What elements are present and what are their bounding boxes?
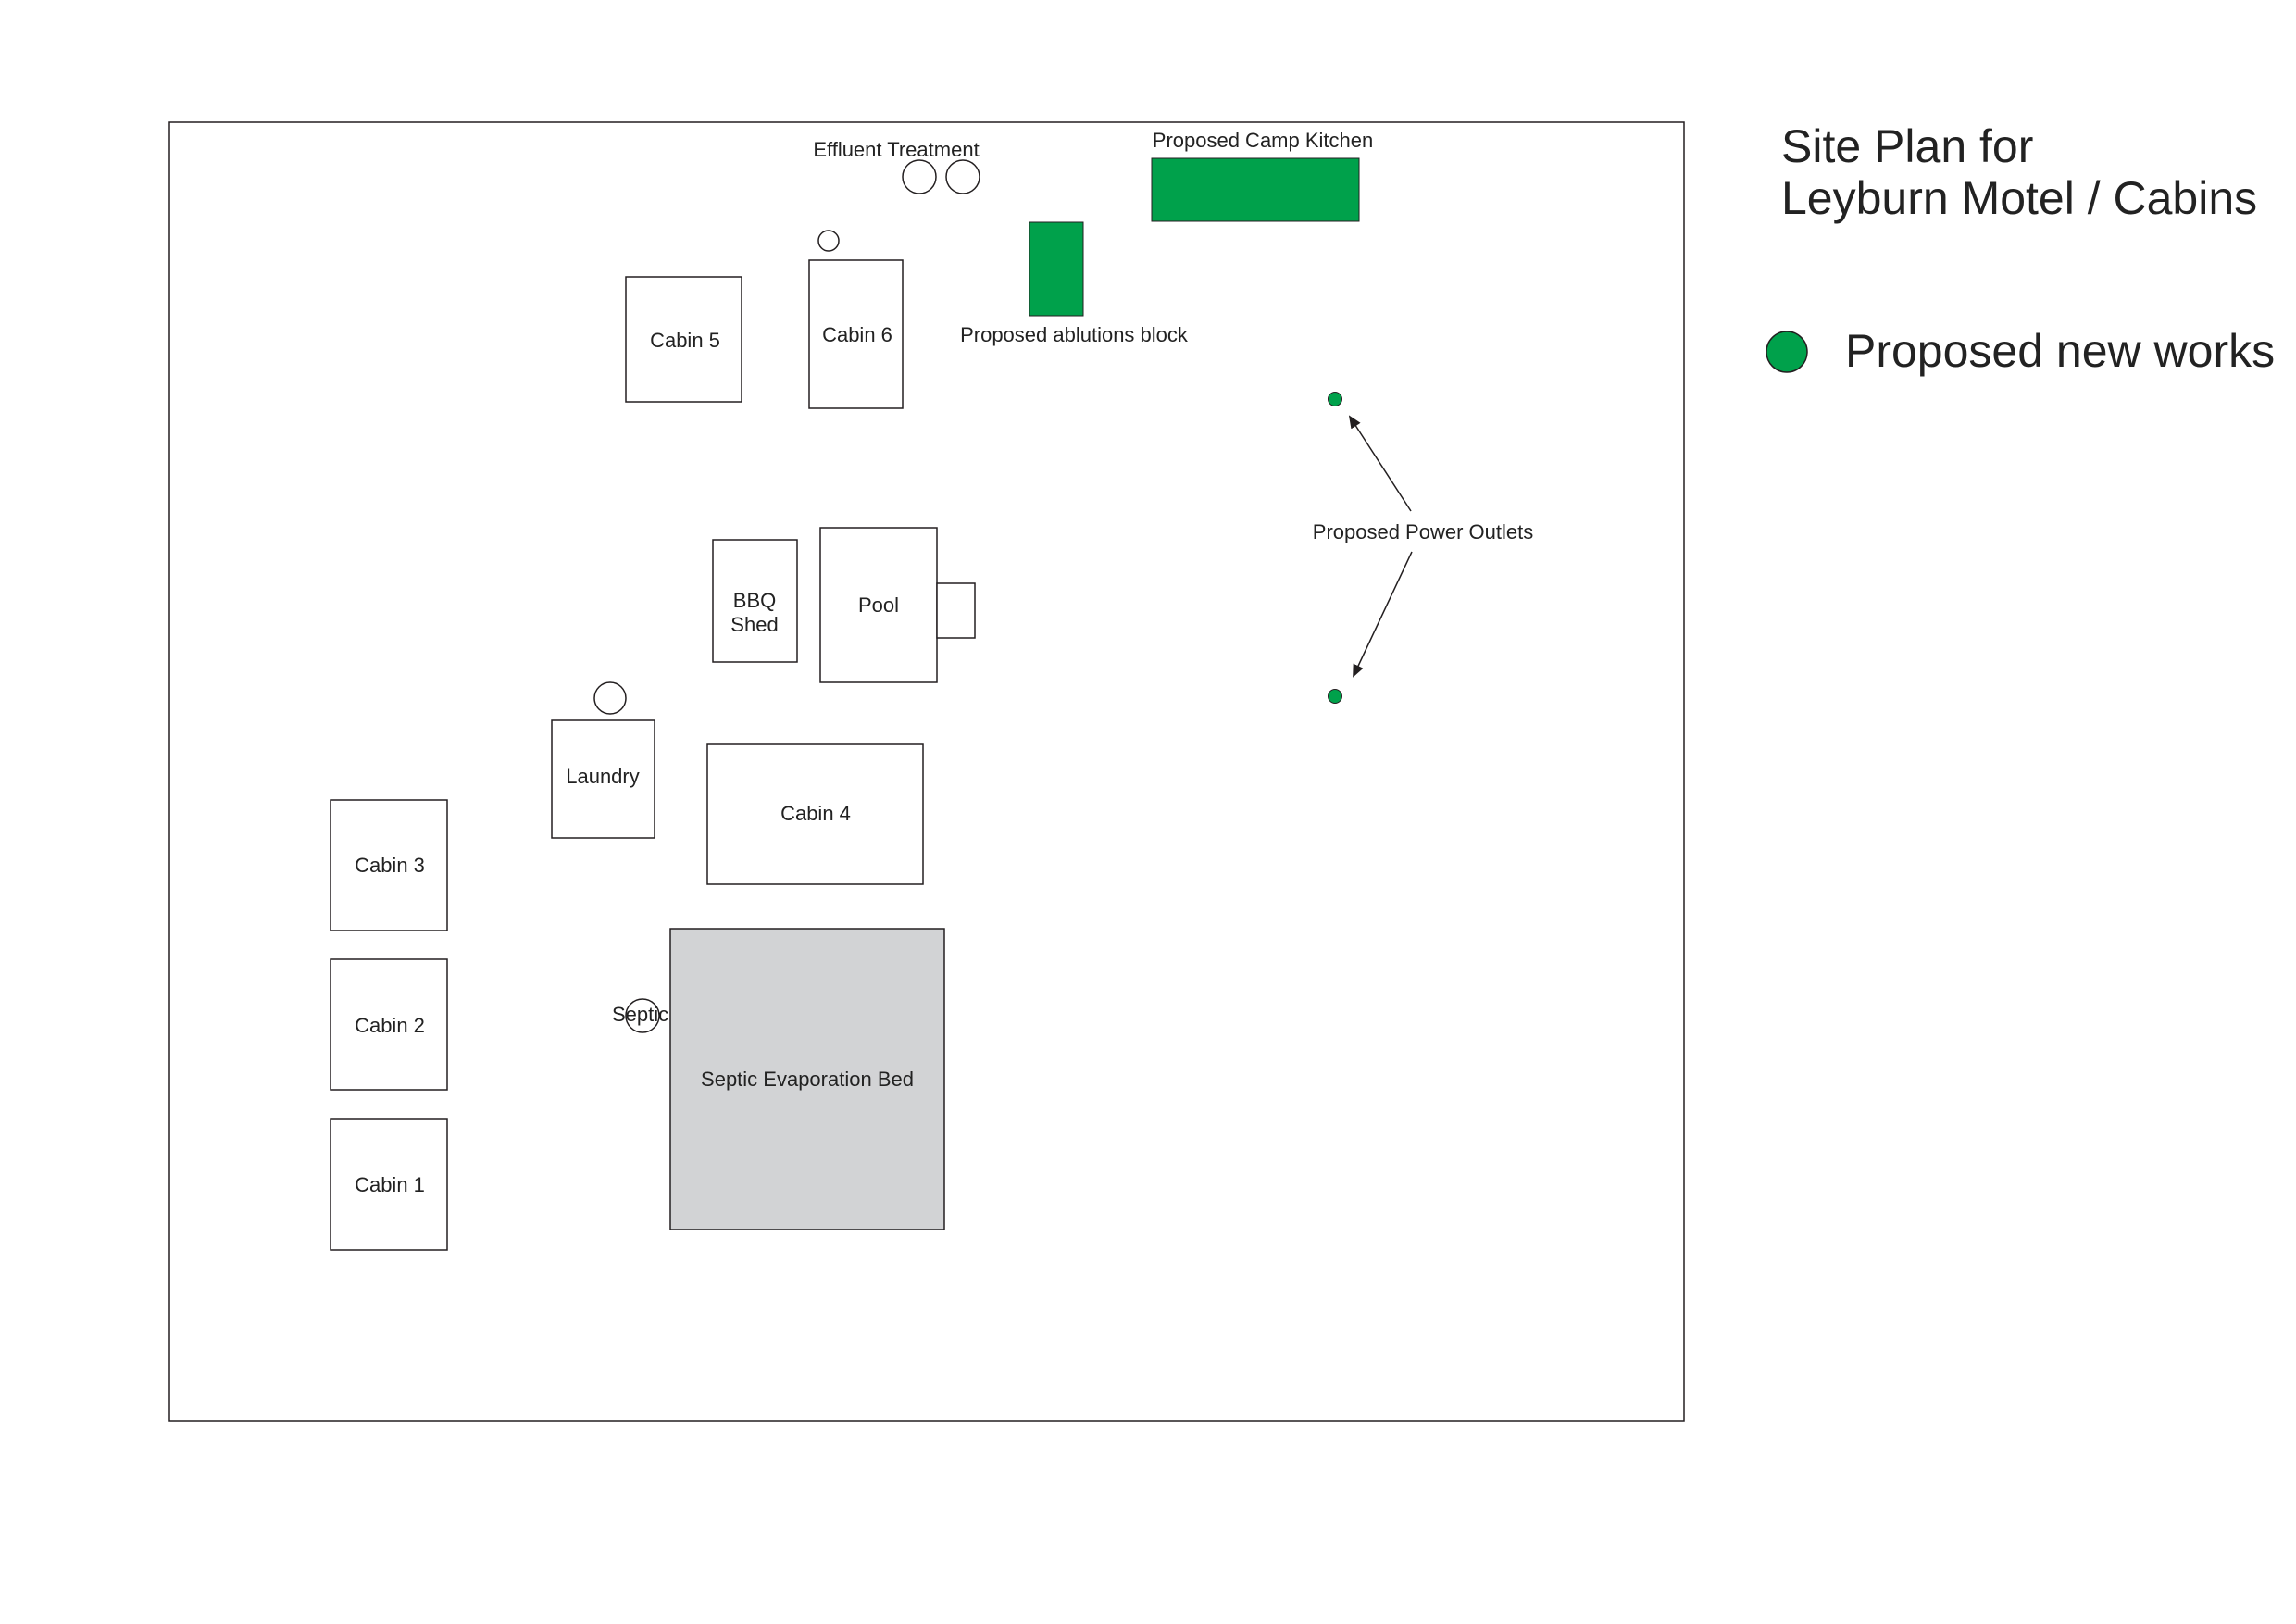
cabin-4-label: Cabin 4: [780, 802, 851, 825]
effluent-treatment-label: Effluent Treatment: [813, 138, 979, 161]
bbq-shed-label-line2: Shed: [730, 613, 778, 636]
laundry: [551, 719, 655, 839]
cabin-5: [625, 276, 742, 403]
site-boundary: [168, 121, 1685, 1422]
cabin-6: [808, 259, 904, 409]
camp-kitchen-label: Proposed Camp Kitchen: [1153, 129, 1373, 152]
cabin-3: [330, 799, 448, 931]
camp-kitchen: [1151, 157, 1360, 222]
cabin-4: [706, 743, 924, 885]
septic-evaporation-bed: [669, 928, 945, 1230]
cabin-3-label: Cabin 3: [355, 854, 425, 877]
small-tank: [817, 230, 840, 252]
pool-label: Pool: [858, 593, 899, 617]
power-outlet-arrow-down: [1353, 551, 1413, 678]
effluent-tank-1: [902, 159, 937, 194]
ablutions-block: [1029, 221, 1084, 317]
laundry-tank: [593, 681, 627, 715]
cabin-2-label: Cabin 2: [355, 1014, 425, 1037]
power-outlet-arrow-up: [1348, 415, 1412, 512]
ablutions-label: Proposed ablutions block: [960, 323, 1189, 346]
bbq-shed-label-line1: BBQ: [733, 589, 776, 612]
septic-label: Septic: [612, 1003, 668, 1026]
legend-proposed-swatch: [1766, 331, 1808, 373]
cabin-1-label: Cabin 1: [355, 1173, 425, 1196]
legend-proposed-label: Proposed new works: [1845, 325, 2275, 377]
pool-pump-box: [936, 582, 976, 639]
bbq-shed: [712, 539, 798, 663]
effluent-tank-2: [945, 159, 980, 194]
cabin-6-label: Cabin 6: [822, 323, 892, 346]
power-outlet-1: [1328, 392, 1342, 406]
power-outlets-label: Proposed Power Outlets: [1313, 520, 1533, 543]
cabin-1: [330, 1118, 448, 1251]
pool: [819, 527, 938, 683]
septic-tank: [625, 998, 660, 1033]
page-title-line2: Leyburn Motel / Cabins: [1781, 172, 2257, 224]
cabin-5-label: Cabin 5: [650, 329, 720, 352]
laundry-label: Laundry: [566, 765, 640, 788]
page-title-line1: Site Plan for: [1781, 120, 2033, 172]
septic-bed-label: Septic Evaporation Bed: [701, 1068, 914, 1091]
cabin-2: [330, 958, 448, 1091]
power-outlet-2: [1328, 689, 1342, 704]
